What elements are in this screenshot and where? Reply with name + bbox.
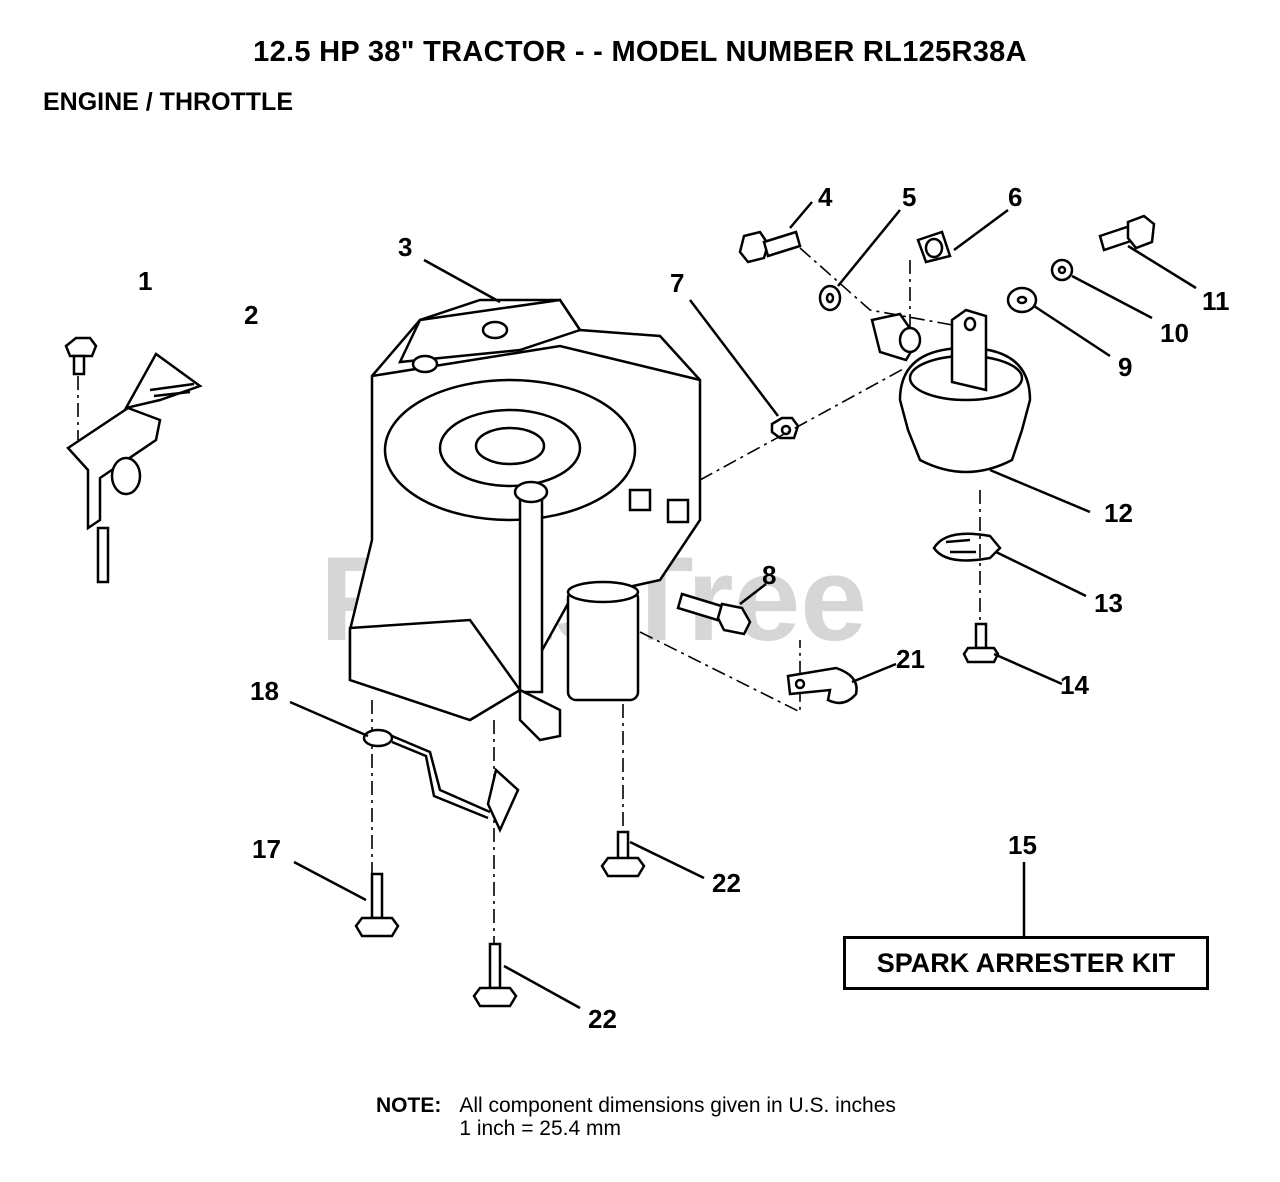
part-5-washer[interactable]: [818, 284, 842, 312]
leader-12: [989, 468, 1091, 514]
callout-11: 11: [1202, 286, 1230, 316]
part-13-spark-arrester-screen[interactable]: [932, 532, 1002, 562]
part-22-bolt-upper[interactable]: [600, 830, 646, 878]
leader-18: [289, 700, 369, 738]
leader-3: [423, 258, 501, 304]
callout-21: 21: [896, 644, 925, 674]
leader-8: [739, 583, 767, 605]
callout-22-upper: 22: [712, 868, 741, 898]
callout-14: 14: [1060, 670, 1089, 700]
callout-9: 9: [1118, 352, 1132, 382]
note-line-1: All component dimensions given in U.S. i…: [459, 1094, 896, 1117]
note-line-2: 1 inch = 25.4 mm: [459, 1117, 621, 1140]
centerline-muffler: [699, 367, 906, 481]
part-17-bolt[interactable]: [354, 872, 400, 938]
callout-18: 18: [250, 676, 279, 706]
spark-arrester-kit-box[interactable]: SPARK ARRESTER KIT: [843, 936, 1209, 990]
part-1-bolt[interactable]: [64, 336, 98, 376]
leader-13: [995, 550, 1087, 598]
callout-3: 3: [398, 232, 412, 262]
centerlines-exhaust: [799, 247, 981, 331]
part-2-throttle-control[interactable]: [66, 352, 203, 584]
callout-5: 5: [902, 182, 916, 212]
leader-17: [293, 860, 367, 902]
callout-12: 12: [1104, 498, 1133, 528]
note-body: All component dimensions given in U.S. i…: [459, 1094, 896, 1140]
leader-22-upper: [629, 840, 705, 880]
callout-7: 7: [670, 268, 684, 298]
callout-13: 13: [1094, 588, 1123, 618]
part-14-screw[interactable]: [962, 622, 1000, 664]
callout-4: 4: [818, 182, 833, 212]
part-12-muffler[interactable]: [898, 308, 1032, 474]
callout-10: 10: [1160, 318, 1189, 348]
callout-15: 15: [1008, 830, 1037, 860]
callout-6: 6: [1008, 182, 1022, 212]
centerline-bracket: [639, 631, 801, 714]
exhaust-port: [898, 326, 922, 354]
dimensions-note: NOTE: All component dimensions given in …: [376, 1094, 896, 1140]
diagram-title: 12.5 HP 38" TRACTOR - - MODEL NUMBER RL1…: [253, 36, 1027, 68]
callout-17: 17: [252, 834, 281, 864]
part-21-bracket[interactable]: [786, 666, 858, 705]
leader-10: [1071, 274, 1153, 320]
spark-arrester-kit-label: SPARK ARRESTER KIT: [876, 947, 1176, 978]
part-3-engine[interactable]: [348, 298, 702, 742]
callout-22-lower: 22: [588, 1004, 617, 1034]
part-8-bolt[interactable]: [676, 592, 752, 636]
part-6-gasket[interactable]: [916, 230, 952, 264]
leader-4: [789, 201, 813, 229]
leader-5: [837, 209, 901, 287]
part-7-nut[interactable]: [770, 416, 800, 440]
note-label: NOTE:: [376, 1094, 442, 1117]
leader-14: [993, 652, 1063, 686]
part-11-bolt[interactable]: [1098, 214, 1156, 252]
part-10-washer[interactable]: [1050, 258, 1074, 282]
diagram-subtitle: ENGINE / THROTTLE: [43, 88, 293, 116]
part-18-bracket[interactable]: [362, 728, 520, 834]
part-22-bolt-lower[interactable]: [472, 942, 518, 1008]
leader-7: [689, 299, 779, 417]
callout-2: 2: [244, 300, 258, 330]
part-4-bolt[interactable]: [738, 230, 802, 264]
leader-21: [851, 662, 897, 684]
leader-22-lower: [503, 964, 581, 1010]
leader-11: [1127, 244, 1197, 290]
part-9-washer[interactable]: [1006, 286, 1038, 314]
callout-8: 8: [762, 560, 776, 590]
callout-1: 1: [138, 266, 152, 296]
leader-6: [953, 208, 1009, 252]
leader-9: [1033, 304, 1111, 358]
